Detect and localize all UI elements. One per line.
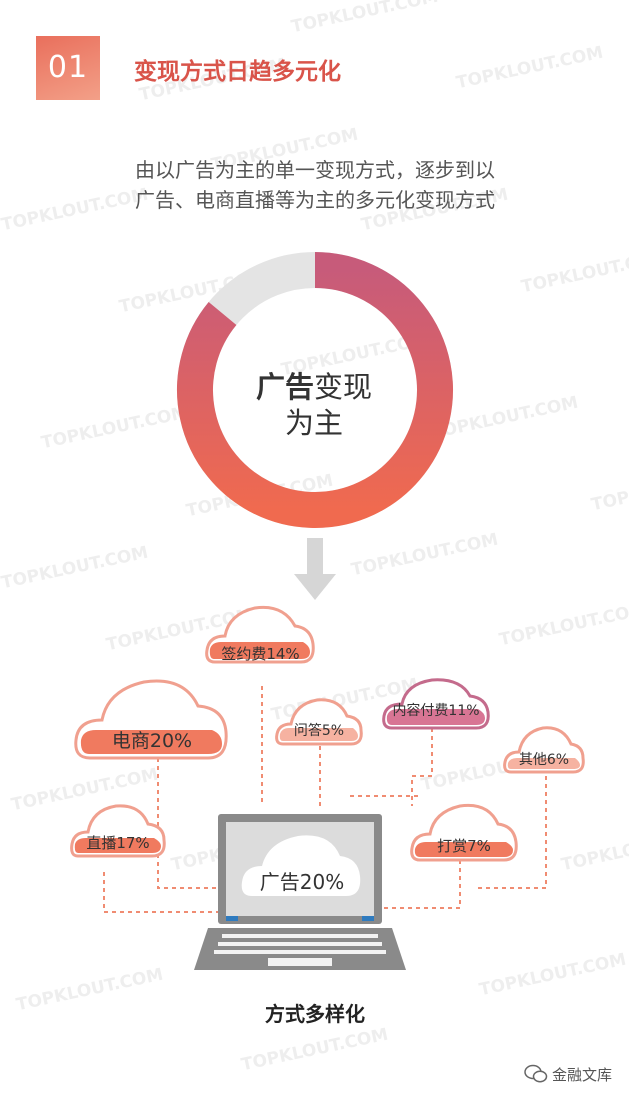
subtitle-line-2: 广告、电商直播等为主的多元化变现方式 [135, 188, 495, 212]
cloud-tip-label: 打赏7% [437, 837, 491, 855]
donut-arc-ad [177, 252, 453, 528]
cloud-ecommerce [74, 679, 228, 760]
cloud-sign [205, 605, 315, 664]
cloud-other-label: 其他6% [518, 752, 570, 768]
section-title: 变现方式日趋多元化 [134, 59, 341, 85]
cloud-qa-label: 问答5% [293, 723, 345, 739]
donut-label-bold: 广告 [255, 370, 314, 404]
section-number: 01 [36, 36, 100, 100]
cloud-ad-label: 广告20% [259, 870, 345, 894]
cloud-qa [275, 698, 363, 746]
donut-label-line-2: 为主 [284, 406, 343, 440]
cloud-content-pay-label: 内容付费11% [392, 703, 480, 719]
cloud-ad [241, 835, 361, 896]
wechat-icon [524, 1064, 548, 1083]
cloud-content-pay [382, 678, 490, 730]
cloud-tip [410, 803, 518, 862]
donut-label-line-1: 广告变现 [208, 364, 420, 406]
donut-label-rest: 变现 [314, 370, 373, 404]
cloud-other [503, 726, 585, 774]
cloud-live [70, 804, 166, 858]
bottom-title: 方式多样化 [265, 1002, 365, 1026]
subtitle-line-1: 由以广告为主的单一变现方式，逐步到以 [135, 158, 495, 182]
cloud-sign-label: 签约费14% [221, 645, 300, 663]
donut-chart [177, 252, 453, 528]
cloud-ecommerce-label: 电商20% [111, 730, 193, 752]
cloud-live-label: 直播17% [86, 834, 150, 852]
down-arrow-icon [294, 538, 336, 600]
brand-name: 金融文库 [552, 1066, 613, 1084]
